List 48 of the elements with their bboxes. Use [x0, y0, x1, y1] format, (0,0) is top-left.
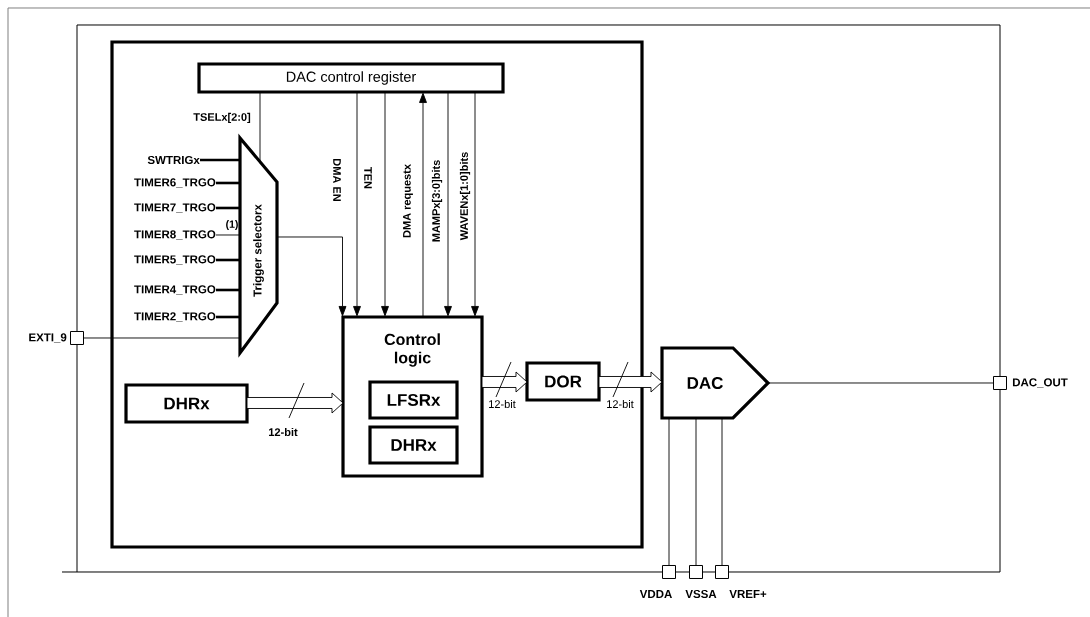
pin-label: DAC_OUT: [1012, 378, 1068, 388]
edge-label: 12-bit: [605, 398, 635, 410]
signal-label: TIMER4_TRGO: [134, 285, 216, 295]
edge-label: DMA EN: [332, 157, 342, 203]
signal-label: TIMER6_TRGO: [134, 178, 216, 188]
pin-label: VREF+: [729, 590, 767, 598]
footnote-mark: (1): [226, 220, 238, 230]
arrow: [353, 91, 361, 317]
arrow: [419, 92, 427, 318]
edge-label: 12-bit: [267, 426, 299, 438]
signal-line: [83, 337, 241, 339]
register-box: DHRx: [368, 425, 459, 465]
pin-label: VSSA: [685, 589, 717, 599]
register-box: DHRx: [124, 383, 249, 424]
arrow: [276, 236, 347, 317]
signal-line: [200, 158, 240, 162]
signal-line: [216, 258, 240, 262]
signal-line: [216, 315, 240, 319]
dac-pentagon: DAC: [660, 346, 771, 420]
signal-line: [216, 288, 240, 292]
bus-arrow: [598, 371, 663, 393]
signal-label: TIMER5_TRGO: [134, 255, 216, 265]
signal-line: [767, 382, 994, 384]
signal-label: TIMER2_TRGO: [134, 312, 216, 322]
signal-line: [695, 417, 697, 566]
edge-label: 12-bit: [487, 398, 517, 410]
register-box: DOR: [525, 361, 601, 402]
register-box: LFSRx: [368, 380, 459, 420]
arrow: [471, 91, 479, 317]
arrow: [444, 91, 452, 317]
signal-line: [216, 206, 240, 210]
edge-label: DMA requestx: [402, 163, 414, 239]
channel-frame: [110, 40, 644, 549]
signal-line: [668, 417, 670, 566]
arrow: [381, 91, 389, 317]
signal-label: SWTRIGx: [147, 155, 200, 165]
signal-line: [259, 91, 261, 164]
signal-label: TIMER8_TRGO: [134, 230, 216, 240]
signal-line: [215, 234, 241, 236]
signal-label: TIMER7_TRGO: [134, 203, 216, 213]
register-box: DAC control register: [197, 62, 505, 94]
pin-label: EXTI_9: [29, 333, 67, 343]
bus-arrow: [246, 392, 344, 414]
signal-line: [216, 181, 240, 185]
bus-arrow: [481, 371, 528, 393]
edge-label: TEN: [363, 166, 373, 190]
signal-line: [721, 417, 723, 566]
pin-label: VDDA: [639, 590, 672, 598]
